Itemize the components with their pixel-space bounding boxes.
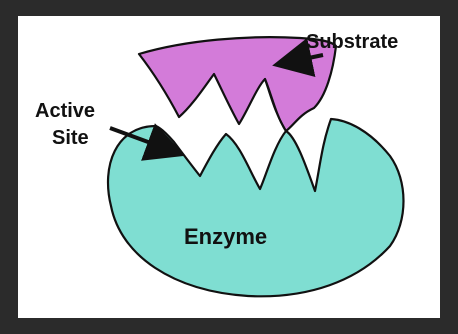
active-site-label-line-1: Active (35, 100, 95, 122)
diagram-panel: Substrate Active Site Enzyme (18, 16, 440, 318)
enzyme-substrate-diagram: Substrate Active Site Enzyme (18, 16, 440, 318)
substrate-label: Substrate (306, 31, 398, 53)
active-site-label-line-2: Site (52, 127, 89, 149)
enzyme-label: Enzyme (184, 224, 267, 249)
